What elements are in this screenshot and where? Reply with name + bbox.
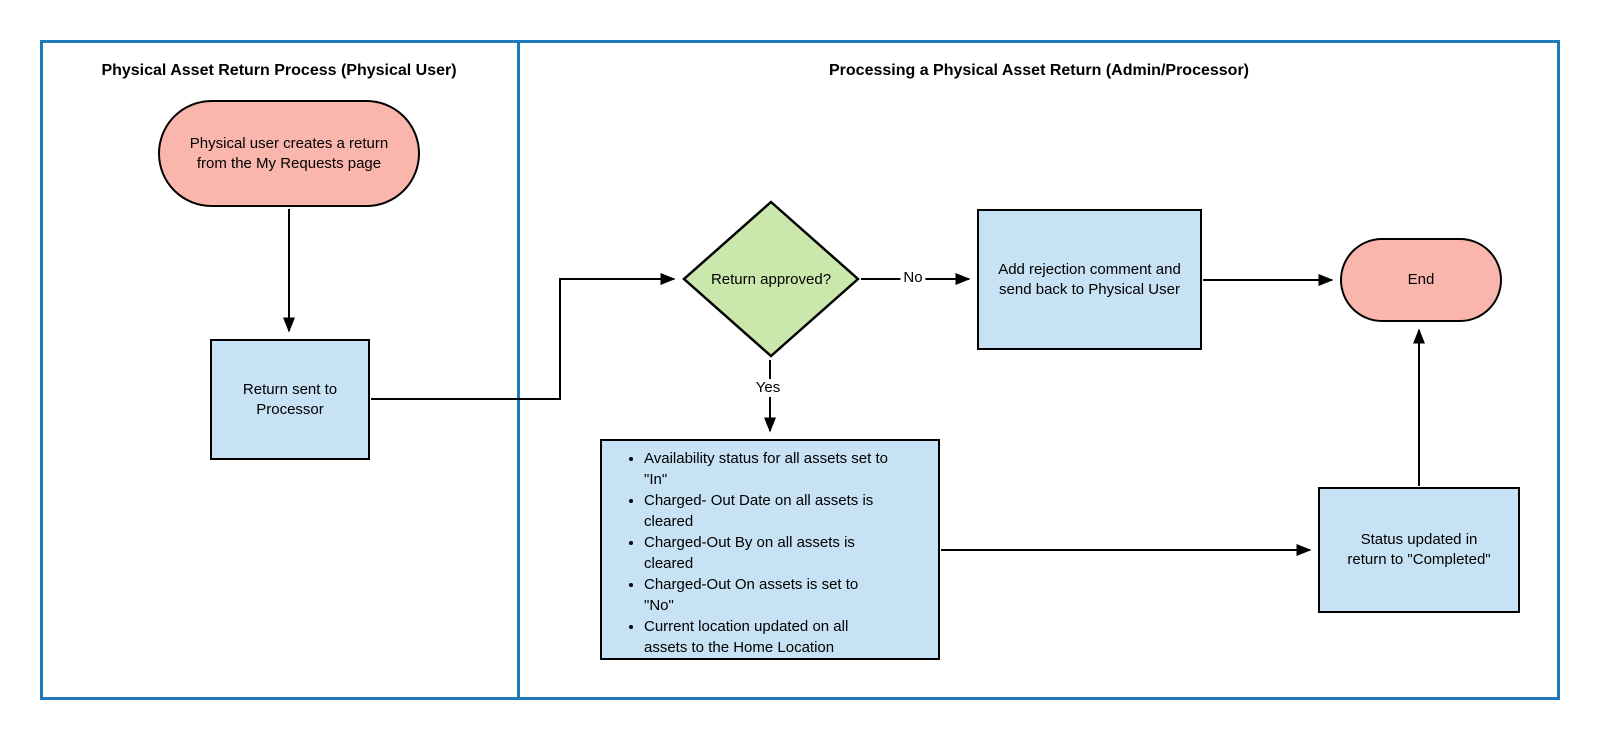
node-return-sent-label: Return sent to Processor (242, 380, 338, 418)
lane-divider (517, 40, 520, 700)
node-asset-updates-process: Availability status for all assets set t… (600, 439, 940, 660)
swimlane-frame (40, 40, 1560, 700)
node-start-terminator: Physical user creates a return from the … (158, 100, 420, 207)
list-item-line: Charged- Out Date on all assets is (644, 492, 874, 509)
edge-label-yes: Yes (752, 379, 784, 397)
list-item: Charged-Out By on all assets is cleared (644, 532, 932, 574)
list-item-line: Current location updated on all (644, 618, 849, 635)
list-item: Charged- Out Date on all assets is clear… (644, 490, 932, 532)
list-item: Current location updated on all assets t… (644, 616, 932, 658)
node-rejection-process: Add rejection comment and send back to P… (977, 209, 1202, 350)
list-item-line: "No" (644, 597, 674, 614)
decision-diamond-shape (682, 200, 860, 358)
list-item-line: cleared (644, 555, 694, 572)
node-status-label: Status updated in return to "Completed" (1347, 531, 1491, 568)
node-end-label: End (1407, 271, 1435, 288)
list-item-line: Charged-Out On assets is set to (644, 576, 859, 593)
node-status-completed-process: Status updated in return to "Completed" (1318, 487, 1520, 613)
list-item: Charged-Out On assets is set to "No" (644, 574, 932, 616)
node-decision-return-approved: Return approved? (682, 200, 860, 358)
node-rejection-label: Add rejection comment and send back to P… (998, 260, 1181, 298)
edge-label-no: No (900, 269, 926, 287)
node-end-terminator: End (1340, 238, 1502, 322)
node-start-label: Physical user creates a return from the … (189, 134, 389, 172)
list-item-line: "In" (644, 471, 668, 488)
edge-return-sent-to-decision (371, 273, 676, 400)
lane-title-admin-processor: Processing a Physical Asset Return (Admi… (829, 62, 1249, 79)
node-return-sent-process: Return sent to Processor (210, 339, 370, 460)
list-item-line: Charged-Out By on all assets is (644, 534, 855, 551)
list-item-line: assets to the Home Location (644, 639, 835, 656)
list-item: Availability status for all assets set t… (644, 448, 932, 490)
list-item-line: cleared (644, 513, 694, 530)
lane-title-physical-user: Physical Asset Return Process (Physical … (101, 62, 457, 79)
asset-updates-list: Availability status for all assets set t… (602, 448, 938, 658)
list-item-line: Availability status for all assets set t… (644, 450, 888, 467)
node-decision-label: Return approved? (710, 270, 832, 288)
